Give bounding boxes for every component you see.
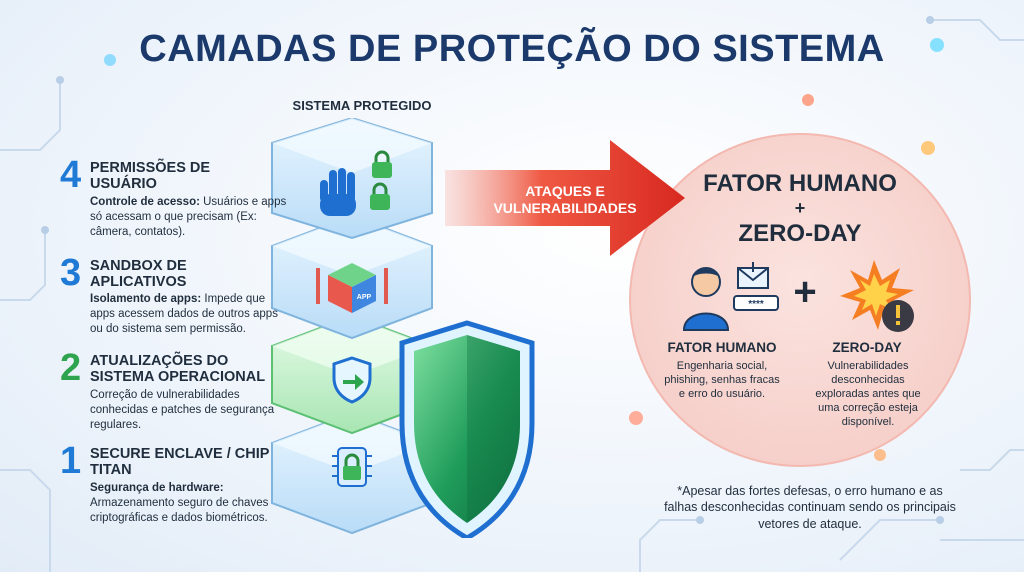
padlock-icon: [372, 150, 392, 178]
zeroday-label: ZERO-DAY: [832, 340, 902, 355]
threat-title-plus: +: [794, 198, 806, 219]
app-cube-icon: APP: [316, 263, 388, 313]
layer-4-number: 4: [60, 154, 82, 196]
hand-icon: [320, 168, 356, 216]
svg-text:****: ****: [748, 299, 764, 310]
layer-1-title: SECURE ENCLAVE / CHIP TITAN: [90, 446, 270, 479]
threat-title: FATOR HUMANO + ZERO-DAY: [640, 170, 960, 248]
stack-label: SISTEMA PROTEGIDO: [292, 98, 432, 113]
arrow-label: ATAQUES E VULNERABILIDADES: [493, 183, 637, 216]
layer-2-number: 2: [60, 347, 82, 389]
layer-stack: APP: [271, 118, 535, 538]
human-factor-desc: Engenharia social, phishing, senhas frac…: [664, 360, 780, 401]
human-factor-label: FATOR HUMANO: [667, 340, 777, 355]
threat-title-line1: FATOR HUMANO: [703, 170, 897, 197]
page-title: CAMADAS DE PROTEÇÃO DO SISTEMA: [139, 28, 885, 70]
envelope-icon: [737, 262, 769, 289]
padlock-icon: [370, 182, 390, 210]
layer-4-desc: Controle de acesso: Usuários e apps só a…: [90, 196, 287, 238]
app-label: APP: [357, 294, 372, 301]
large-shield-icon: [399, 320, 535, 538]
shield-arrow-icon: [332, 356, 372, 404]
layer-4-title: PERMISSÕES DE USUÁRIO: [90, 160, 211, 193]
layer-2-title: ATUALIZAÇÕES DO SISTEMA OPERACIONAL: [90, 353, 266, 386]
footnote: *Apesar das fortes defesas, o erro human…: [664, 484, 956, 531]
password-field-icon: ****: [733, 295, 779, 311]
user-phishing-illustration: ****: [682, 262, 779, 331]
plus-sign: +: [793, 270, 817, 314]
threat-title-line2: ZERO-DAY: [738, 219, 862, 247]
layer-2-desc: Correção de vulnerabilidades conhecidas …: [90, 389, 275, 431]
layer-1-desc: Segurança de hardware: Armazenamento seg…: [90, 482, 269, 524]
warning-icon: [882, 300, 914, 332]
layer-1-number: 1: [60, 440, 82, 482]
layer-3-title: SANDBOX DE APLICATIVOS: [90, 258, 187, 291]
layer-3-number: 3: [60, 252, 82, 294]
attack-arrow: [445, 140, 685, 256]
chip-lock-icon: [332, 447, 372, 487]
zeroday-desc: Vulnerabilidades desconhecidas explorada…: [815, 360, 921, 429]
zeroday-illustration: [840, 260, 914, 332]
threat-circle: [629, 133, 971, 467]
user-icon: [682, 267, 730, 331]
layer-3-desc: Isolamento de apps: Impede que apps aces…: [90, 293, 278, 335]
